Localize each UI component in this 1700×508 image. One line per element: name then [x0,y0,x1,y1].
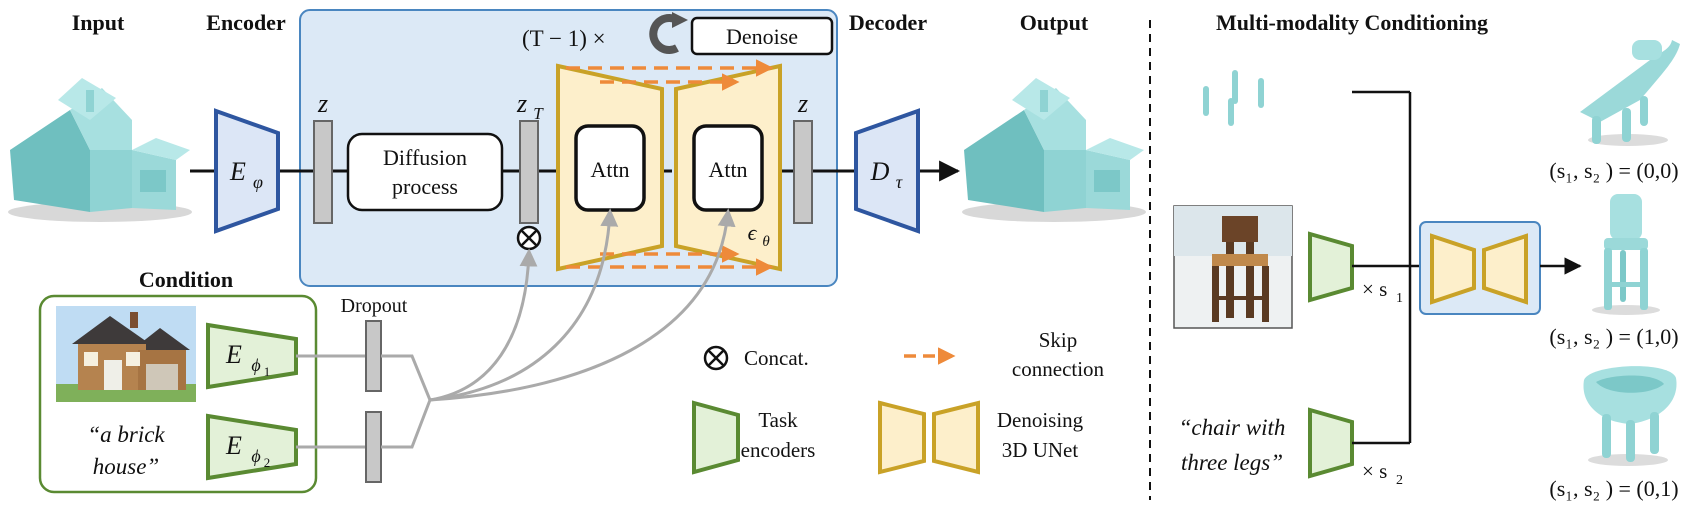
chair-photo-image [1173,205,1293,329]
scale1-sub: 1 [1396,291,1403,306]
legend-concat-label: Concat. [744,346,809,370]
legend-task-line2: encoders [741,438,816,462]
encoder-symbol: E [229,157,246,186]
loop-label: (T − 1) × [522,26,606,51]
condition-enc1-symbol: E [225,340,242,369]
loop-icon [649,12,688,54]
legend-task-icon [692,400,740,475]
result-label-3: (s₁, s₂ ) = (0,1) [1549,476,1678,501]
encoder-block [214,108,280,234]
condition-enc2-symbol: E [225,431,242,460]
condition-enc1-subsub: 1 [264,364,271,379]
legend-unet-line2: 3D UNet [1002,438,1079,462]
attn-label-1: Attn [590,157,629,182]
multimodal-image-encoder [1308,231,1354,303]
condition-encoder-1 [206,322,298,390]
denoise-box [690,16,834,56]
latent-z-right [793,120,813,224]
result-label-1: (s₁, s₂ ) = (0,0) [1549,158,1678,183]
attn-label-2: Attn [708,157,747,182]
cond-curve-attn1 [429,208,619,402]
output-house-shape [962,78,1146,222]
latent-z-left-label: z [317,89,328,118]
condition-enc2-sub: ϕ [251,446,260,466]
denoise-label: Denoise [726,24,798,49]
legend-task-line1: Task [758,408,798,432]
multimodal-text-encoder [1308,407,1354,479]
condition-text-line1: “a brick [87,422,165,447]
legend-skip-line1: Skip [1039,328,1078,352]
latent-z-left [313,120,333,224]
header-multimodal: Multi-modality Conditioning [1216,10,1488,35]
brick-house-image [56,306,196,402]
diffusion-line2: process [392,174,458,199]
result-chair-1 [1580,40,1680,146]
header-output: Output [1020,10,1089,35]
multimodal-text-line2: three legs” [1181,450,1283,475]
mm-unet-right [1482,233,1528,305]
encoder-sub: φ [253,172,263,192]
scale1-label: × s [1362,277,1387,301]
condition-enc2-subsub: 2 [264,455,271,470]
legend-unet-line1: Denoising [997,408,1084,432]
cond-curve-concat [429,248,538,402]
latent-zT-label: z [516,89,527,118]
multimodal-text-line1: “chair with [1179,415,1286,440]
dropout-label: Dropout [341,295,408,317]
result-chair-2 [1592,194,1660,315]
result-label-2: (s₁, s₂ ) = (1,0) [1549,324,1678,349]
scale2-sub: 2 [1396,473,1403,488]
epsilon-sub: θ [762,234,770,250]
legend-concat-icon [703,345,729,371]
dropout-merge-2 [381,399,432,449]
point-cloud-image [1203,70,1264,126]
diffusion-process-box [346,132,504,212]
header-condition: Condition [139,267,233,292]
input-house-shape [8,78,192,222]
scale2-label: × s [1362,459,1387,483]
concat-node [516,225,542,251]
result-chair-3 [1583,366,1677,466]
legend-unet-icon [878,400,980,475]
header-decoder: Decoder [849,10,927,35]
diffusion-line1: Diffusion [383,145,467,170]
legend-skip-line2: connection [1012,357,1105,381]
dropout-merge-1 [381,354,432,401]
condition-encoder-2 [206,413,298,481]
decoder-symbol: D [870,157,890,186]
header-input: Input [72,10,125,35]
condition-text-line2: house” [93,454,159,479]
header-encoder: Encoder [206,10,286,35]
condition-enc1-sub: ϕ [251,355,260,375]
dropout-bar-1 [365,320,382,392]
cond-curve-attn2 [429,208,736,402]
decoder-sub: τ [896,172,903,192]
epsilon-symbol: ϵ [748,220,758,245]
dropout-bar-2 [365,411,382,483]
latent-zT-sub: T [533,104,544,123]
decoder-block [854,108,920,234]
mm-unet-left [1430,233,1476,305]
latent-zT [519,120,539,224]
latent-z-right-label: z [797,89,808,118]
